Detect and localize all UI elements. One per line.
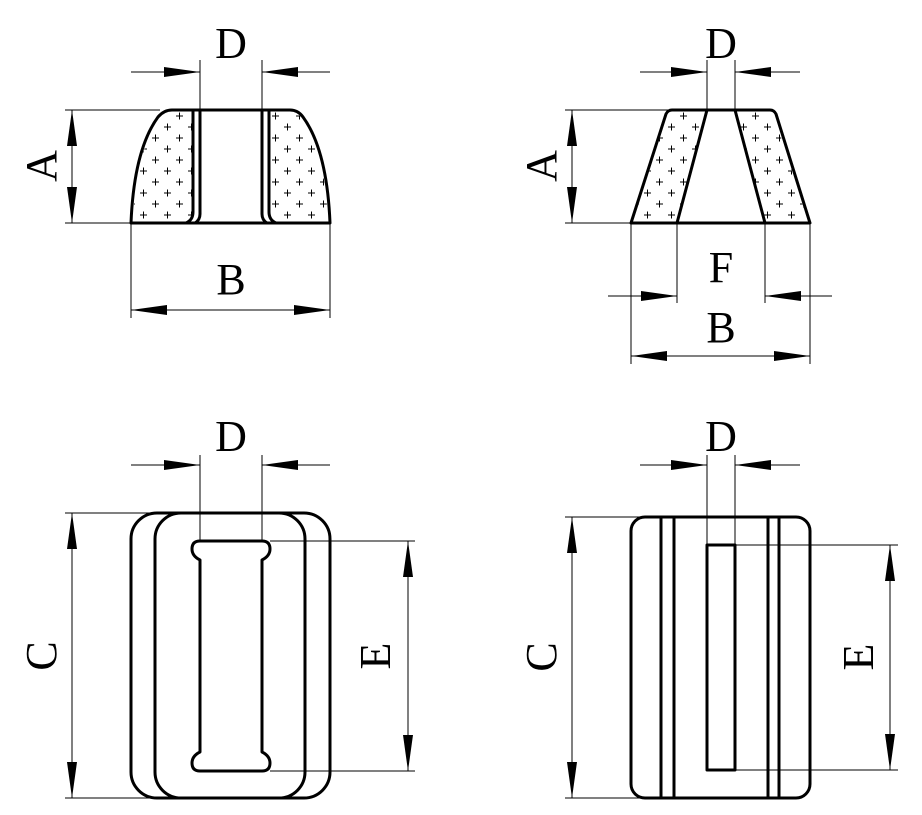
dimension-label-a: A	[17, 150, 66, 182]
dimension-label-b: B	[706, 303, 735, 352]
section-view-curved: D A B	[17, 19, 332, 318]
left-hatched-region	[633, 112, 706, 222]
dimension-label-e: E	[351, 643, 400, 670]
dimension-label-f: F	[709, 243, 733, 292]
dimension-label-d: D	[705, 412, 737, 461]
top-view-curved: D C E	[17, 412, 415, 800]
dimension-label-e: E	[834, 644, 883, 671]
dimension-label-c: C	[517, 642, 566, 671]
top-view-trapezoid: D C E	[517, 412, 898, 800]
dimension-label-b: B	[216, 255, 245, 304]
dimension-label-d: D	[215, 19, 247, 68]
dimension-label-d: D	[705, 19, 737, 68]
dimension-label-a: A	[517, 150, 566, 182]
right-hatched-region	[736, 112, 808, 222]
right-hatched-region	[269, 111, 328, 222]
dimension-label-c: C	[17, 641, 66, 670]
left-hatched-region	[133, 111, 193, 222]
section-view-trapezoid: D A F B	[517, 19, 832, 364]
dimension-label-d: D	[215, 412, 247, 461]
